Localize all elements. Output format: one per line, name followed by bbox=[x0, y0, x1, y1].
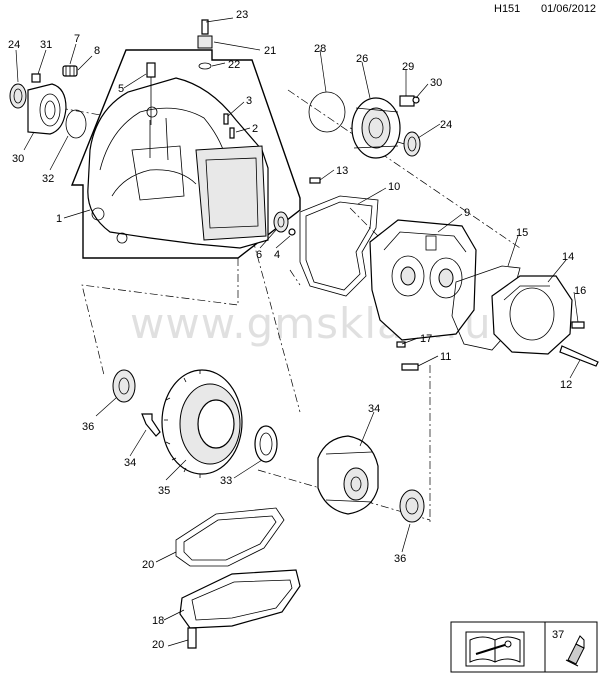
callout-label: 3 bbox=[246, 95, 252, 107]
oil-pan bbox=[179, 569, 301, 629]
callout-label: 21 bbox=[264, 45, 276, 57]
callout-label: 8 bbox=[94, 45, 100, 57]
breather-tube bbox=[146, 62, 156, 125]
guide-sleeve bbox=[62, 65, 78, 77]
housing-group-outline bbox=[70, 49, 301, 259]
legend-box: 37 bbox=[450, 621, 598, 673]
callout-label: 5 bbox=[118, 83, 124, 95]
callout-label: 9 bbox=[464, 207, 470, 219]
callout-label: 34 bbox=[124, 457, 136, 469]
pin bbox=[309, 177, 321, 184]
callout-label: 35 bbox=[158, 485, 170, 497]
callout-label: 16 bbox=[574, 285, 586, 297]
sensor bbox=[399, 95, 415, 107]
drawing-date: 01/06/2012 bbox=[541, 3, 597, 15]
callout-label: 29 bbox=[402, 61, 414, 73]
end-cover bbox=[491, 275, 573, 355]
callout-label: 18 bbox=[152, 615, 164, 627]
o-ring bbox=[308, 91, 346, 133]
callout-label: 30 bbox=[430, 77, 442, 89]
callout-label: 24 bbox=[8, 39, 20, 51]
speedometer-drive-gear bbox=[254, 425, 278, 463]
differential-case bbox=[317, 435, 379, 515]
callout-label: 1 bbox=[56, 213, 62, 225]
axis-line bbox=[81, 258, 239, 376]
axis-line bbox=[252, 239, 301, 413]
differential-bearing bbox=[112, 369, 136, 403]
callout-label: 22 bbox=[228, 59, 240, 71]
callout-label: 2 bbox=[252, 123, 258, 135]
callout-label: 17 bbox=[420, 333, 432, 345]
callout-label: 13 bbox=[336, 165, 348, 177]
callout-label: 7 bbox=[74, 33, 80, 45]
long-bolt bbox=[559, 345, 599, 367]
callout-label: 15 bbox=[516, 227, 528, 239]
legend-ref-number: 37 bbox=[552, 629, 564, 641]
callout-label: 10 bbox=[388, 181, 400, 193]
callout-label: 36 bbox=[394, 553, 406, 565]
release-bearing-assembly bbox=[9, 73, 87, 139]
bolt bbox=[571, 321, 585, 329]
callout-label: 36 bbox=[82, 421, 94, 433]
callout-label: 30 bbox=[12, 153, 24, 165]
callout-label: 26 bbox=[356, 53, 368, 65]
leader-lines bbox=[15, 17, 581, 647]
filler-plug bbox=[197, 19, 213, 70]
callout-label: 12 bbox=[560, 379, 572, 391]
callout-label: 6 bbox=[256, 249, 262, 261]
oil-pan-gasket bbox=[175, 507, 285, 567]
axis-line bbox=[289, 269, 301, 286]
ring-gear bbox=[161, 369, 243, 478]
bolt-head bbox=[412, 96, 420, 104]
manual-book-wrench-icon bbox=[465, 631, 525, 667]
callout-label: 14 bbox=[562, 251, 574, 263]
gasket bbox=[299, 195, 379, 297]
bearing bbox=[403, 131, 421, 157]
callout-label: 31 bbox=[40, 39, 52, 51]
ring-gear-bolt bbox=[141, 413, 161, 437]
bolt bbox=[401, 363, 419, 371]
callout-label: 23 bbox=[236, 9, 248, 21]
plug bbox=[288, 228, 296, 236]
drain-bolt bbox=[187, 627, 197, 649]
callout-label: 11 bbox=[440, 351, 451, 363]
dowel-pin bbox=[229, 127, 235, 139]
oil-seal bbox=[273, 211, 289, 233]
axis-line bbox=[349, 127, 409, 146]
callout-label: 4 bbox=[274, 249, 280, 261]
clutch-drum bbox=[351, 97, 401, 159]
drawing-code: H151 bbox=[494, 3, 521, 15]
callout-label: 20 bbox=[142, 559, 154, 571]
sealant-tube-icon bbox=[565, 635, 585, 667]
clutch-housing bbox=[87, 77, 269, 249]
axis-line bbox=[287, 89, 521, 249]
callout-labels: 23 21 22 24 31 7 8 5 3 2 30 32 1 6 4 13 … bbox=[8, 9, 586, 651]
callout-label: 24 bbox=[440, 119, 452, 131]
callout-label: 33 bbox=[220, 475, 232, 487]
callout-label: 34 bbox=[368, 403, 380, 415]
callout-label: 32 bbox=[42, 173, 54, 185]
differential-bearing bbox=[399, 489, 425, 523]
plug-small bbox=[396, 341, 406, 348]
transmission-case bbox=[369, 219, 477, 341]
dowel-pin bbox=[223, 113, 229, 125]
callout-label: 28 bbox=[314, 43, 326, 55]
callout-label: 20 bbox=[152, 639, 164, 651]
